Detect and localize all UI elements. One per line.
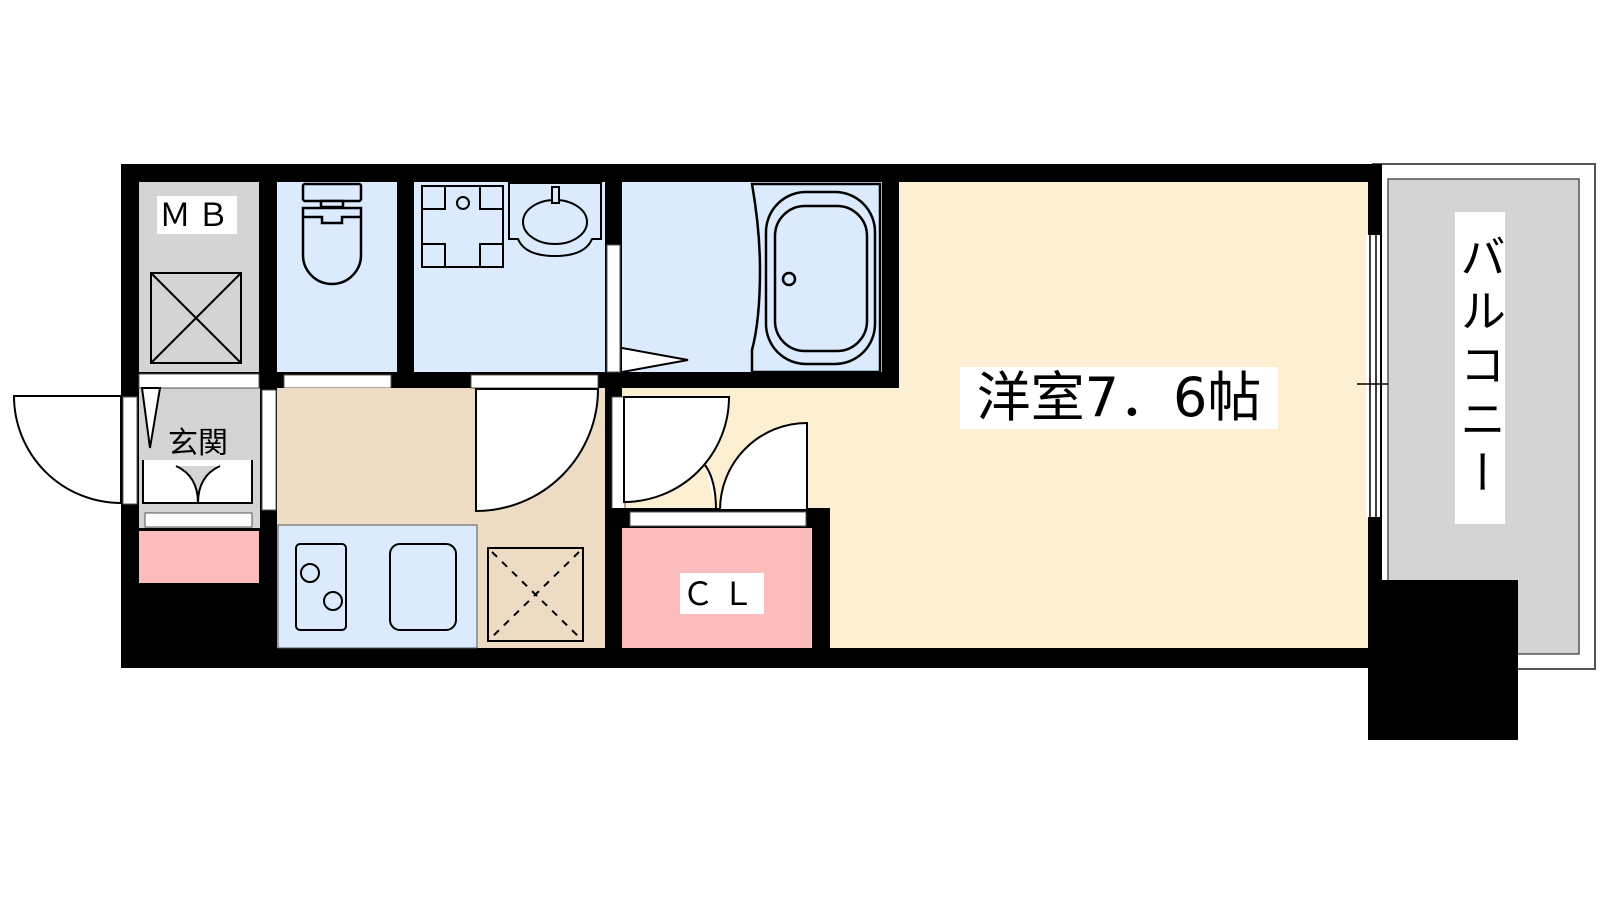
entrance-label: 玄関 [168, 426, 228, 461]
entrance-floor [139, 388, 260, 528]
room-door[interactable] [623, 396, 731, 504]
stove-icon [295, 543, 347, 631]
washing-machine-pan-icon [421, 185, 504, 268]
closet-doors[interactable] [704, 421, 808, 511]
balcony-window[interactable] [1357, 235, 1388, 517]
shoe-cabinet [139, 531, 259, 583]
washbasin-icon [508, 182, 602, 258]
kitchen-counter [277, 524, 478, 649]
entrance-inner-doors [140, 387, 253, 504]
meter-box-label: ＭＢ [157, 196, 237, 234]
kitchen-sink-icon [389, 543, 457, 631]
western-room-label: 洋室7．6帖 [960, 367, 1278, 429]
toilet-icon [301, 182, 363, 286]
meter-box-crossed-icon [150, 272, 242, 364]
western-room-floor-upper [899, 182, 1368, 388]
wall-pier [1368, 580, 1518, 740]
refrigerator-space-icon [487, 547, 584, 642]
washroom-door[interactable] [475, 388, 600, 513]
balcony-label: バルコニー [1453, 212, 1507, 524]
closet-label: ＣＬ [680, 573, 764, 614]
front-door[interactable] [12, 395, 138, 505]
bathtub-icon [750, 182, 882, 374]
